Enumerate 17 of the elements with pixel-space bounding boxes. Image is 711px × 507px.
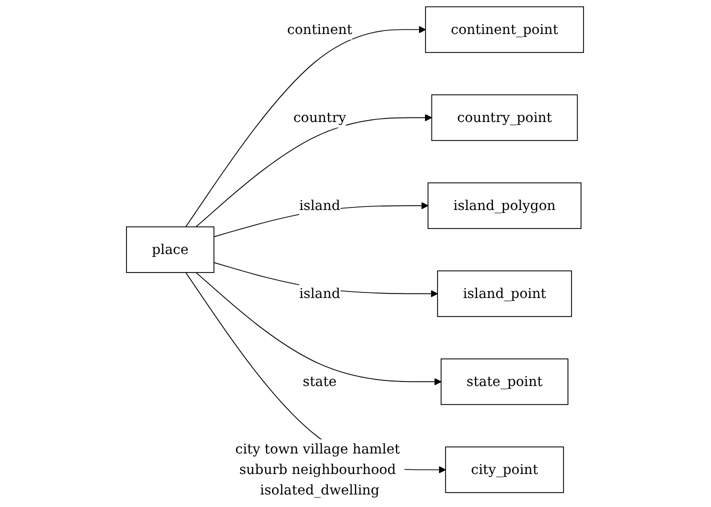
node-box: island_point — [438, 270, 572, 317]
edge-label: state — [303, 373, 338, 390]
node-box: continent_point — [426, 6, 584, 53]
node-box: city_point — [446, 446, 564, 494]
arrow — [186, 26, 426, 228]
arrow — [196, 272, 442, 386]
edge-label: continent — [288, 21, 353, 38]
arrow — [186, 272, 446, 474]
edge-label: country — [294, 109, 347, 126]
node-box: island_polygon — [428, 182, 582, 229]
node-box: country_point — [432, 94, 578, 141]
arrow — [196, 114, 433, 228]
node-box: place — [126, 226, 215, 273]
edge-label: island — [300, 285, 341, 302]
node-box: state_point — [441, 358, 569, 405]
edge-label: island — [300, 197, 341, 214]
edge-label: city town village hamlet suburb neighbourhood isolated_dwelling — [236, 440, 400, 498]
